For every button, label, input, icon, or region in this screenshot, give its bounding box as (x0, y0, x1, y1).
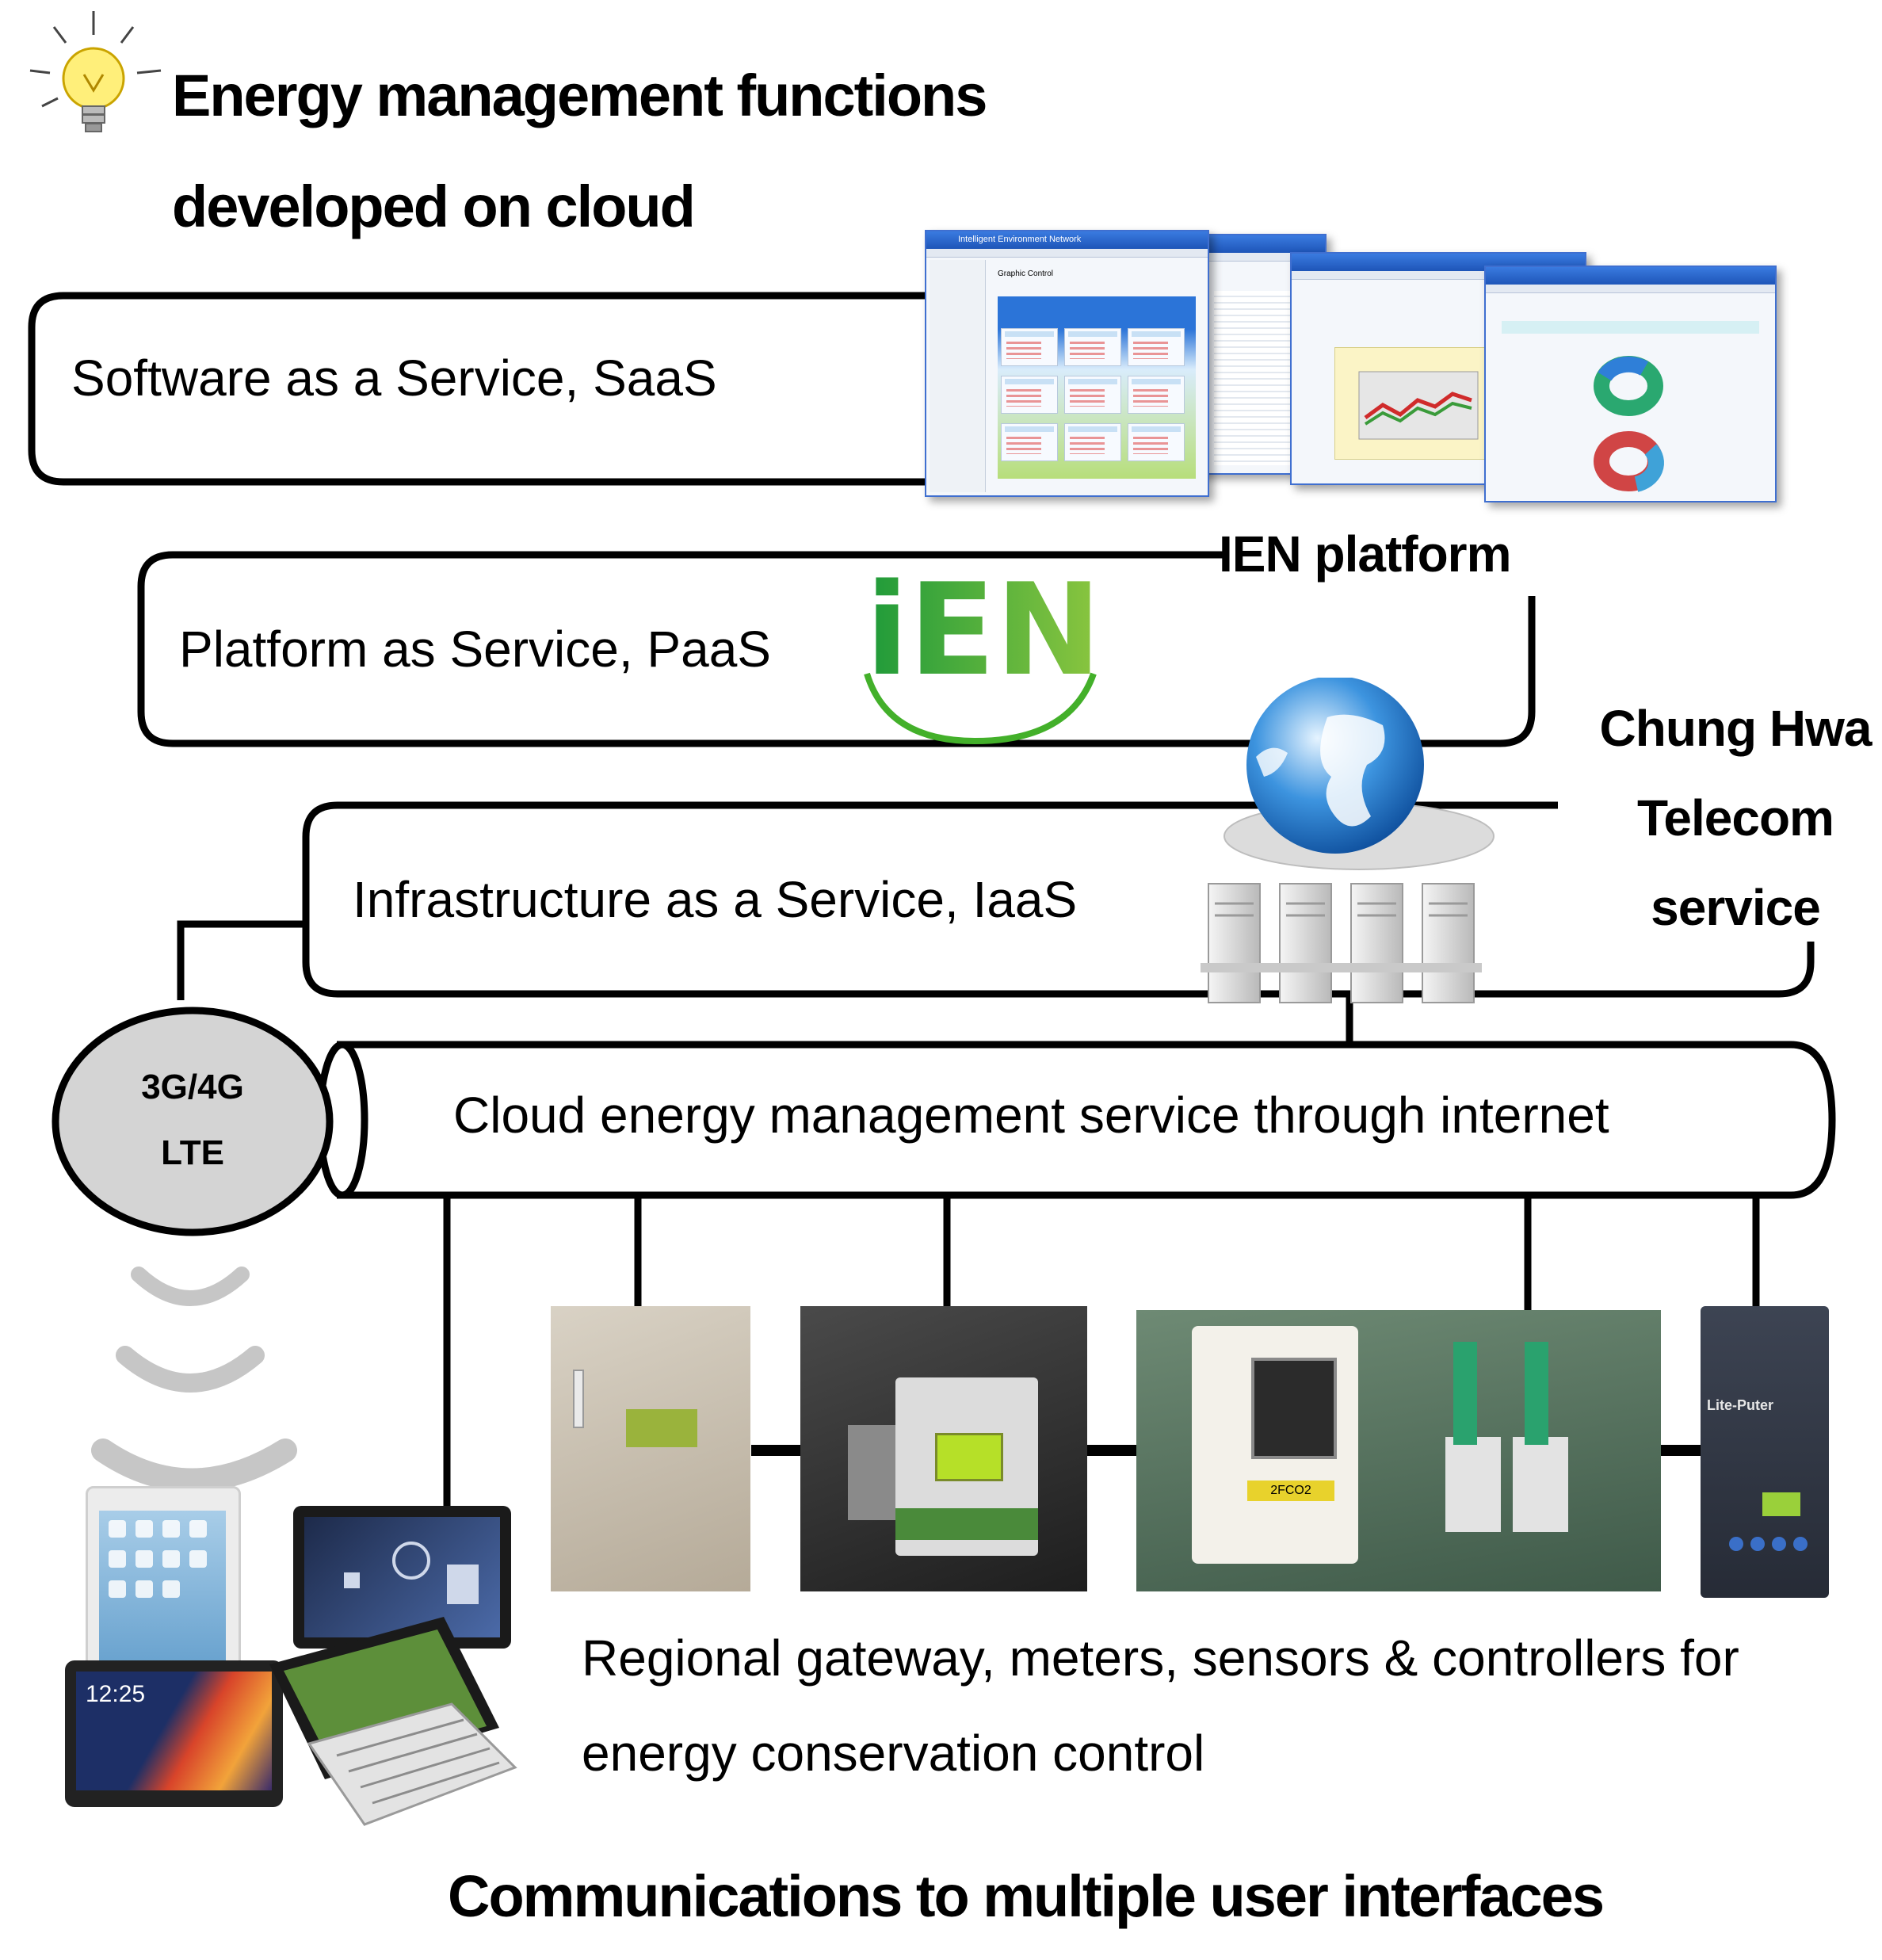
android-tablet-device (293, 1506, 511, 1649)
wireless-arc (91, 1438, 297, 1492)
telecom-label-line3: service (1651, 879, 1821, 936)
footer-caption: Communications to multiple user interfac… (448, 1863, 1605, 1929)
window-titlebar: Intelligent Environment Network (926, 231, 1208, 249)
panel-title: Graphic Control (998, 269, 1054, 278)
window-menubar (926, 249, 1208, 258)
ien-logo-text: iEN (865, 556, 1101, 704)
sensor-plug (1445, 1437, 1501, 1532)
controller-brand: Lite-Puter (1707, 1397, 1774, 1413)
saas-label: Software as a Service, SaaS (71, 350, 717, 407)
iaas-box (302, 801, 1815, 998)
saas-box (28, 292, 935, 486)
ipad-device (86, 1486, 241, 1681)
diagram-title-line1: Energy management functions (172, 63, 987, 128)
window-title: Intelligent Environment Network (958, 235, 1082, 244)
window-titlebar (1486, 267, 1775, 285)
ien-logo: iEN (864, 556, 1101, 745)
meter-label (895, 1508, 1038, 1540)
ien-platform-label: IEN platform (1219, 525, 1511, 583)
wireless-arc (116, 1346, 265, 1393)
donut-chart-graphic (1594, 356, 1664, 492)
gateway-sticker (626, 1409, 697, 1447)
controller-photo: Lite-Puter (1701, 1306, 1829, 1598)
sensor-photo: 2FCO2 (1136, 1310, 1661, 1591)
telecom-label-line2: Telecom (1637, 789, 1834, 846)
samsung-tablet-device: 12:25 (65, 1660, 283, 1807)
laptop-tablet-device (261, 1617, 523, 1831)
sensor-display (1251, 1358, 1337, 1459)
window-menubar (1486, 285, 1775, 293)
sensor-plug (1513, 1437, 1568, 1532)
mobile-network-label-line2: LTE (161, 1133, 224, 1172)
telecom-label-line1: Chung Hwa (1599, 700, 1872, 757)
field-devices-label-line1: Regional gateway, meters, sensors & cont… (582, 1630, 1739, 1687)
sensor-cable (1525, 1342, 1548, 1445)
power-meter-body (895, 1377, 1038, 1556)
internet-label: Cloud energy management service through … (453, 1087, 1609, 1144)
line-chart-panel (1334, 347, 1495, 460)
controller-buttons (1729, 1537, 1808, 1551)
sensor-cable (1453, 1342, 1477, 1445)
field-devices-label-line2: energy conservation control (582, 1725, 1205, 1782)
samsung-tablet-screen: 12:25 (76, 1672, 272, 1790)
cloud-server-icon (1201, 678, 1495, 1003)
tablet-clock: 12:25 (86, 1681, 146, 1707)
android-tablet-screen (304, 1517, 500, 1637)
saas-screenshot: Intelligent Environment Network Graphic … (925, 230, 1209, 497)
wireless-arc (131, 1267, 250, 1306)
ipad-screen (99, 1511, 226, 1661)
mobile-network-label-line1: 3G/4G (141, 1068, 244, 1106)
gateway-latch (573, 1370, 584, 1428)
info-strip (1502, 321, 1759, 334)
sensor-tag: 2FCO2 (1247, 1481, 1334, 1501)
internet-pipe (337, 1041, 1836, 1199)
meter-terminals (848, 1425, 895, 1520)
saas-screenshot (1484, 266, 1777, 502)
sidebar-panel (930, 260, 986, 492)
window-menubar (1190, 253, 1325, 262)
paas-box (137, 551, 1536, 747)
iaas-label: Infrastructure as a Service, IaaS (353, 871, 1078, 928)
meter-display (935, 1433, 1003, 1481)
meter-photo (800, 1306, 1087, 1591)
co2-sensor-unit: 2FCO2 (1192, 1326, 1358, 1564)
controller-display (1762, 1492, 1800, 1516)
gateway-photo (551, 1306, 750, 1591)
mobile-network-bubble (52, 1007, 334, 1236)
diagram-title-line2: developed on cloud (172, 174, 696, 239)
window-menubar (1292, 271, 1585, 280)
dashboard-graphic (998, 296, 1196, 479)
bubble-link (177, 920, 306, 1000)
light-bulb-icon (29, 11, 162, 132)
window-titlebar (1190, 235, 1325, 253)
paas-label: Platform as Service, PaaS (179, 621, 771, 678)
line-chart-graphic (1358, 371, 1479, 440)
